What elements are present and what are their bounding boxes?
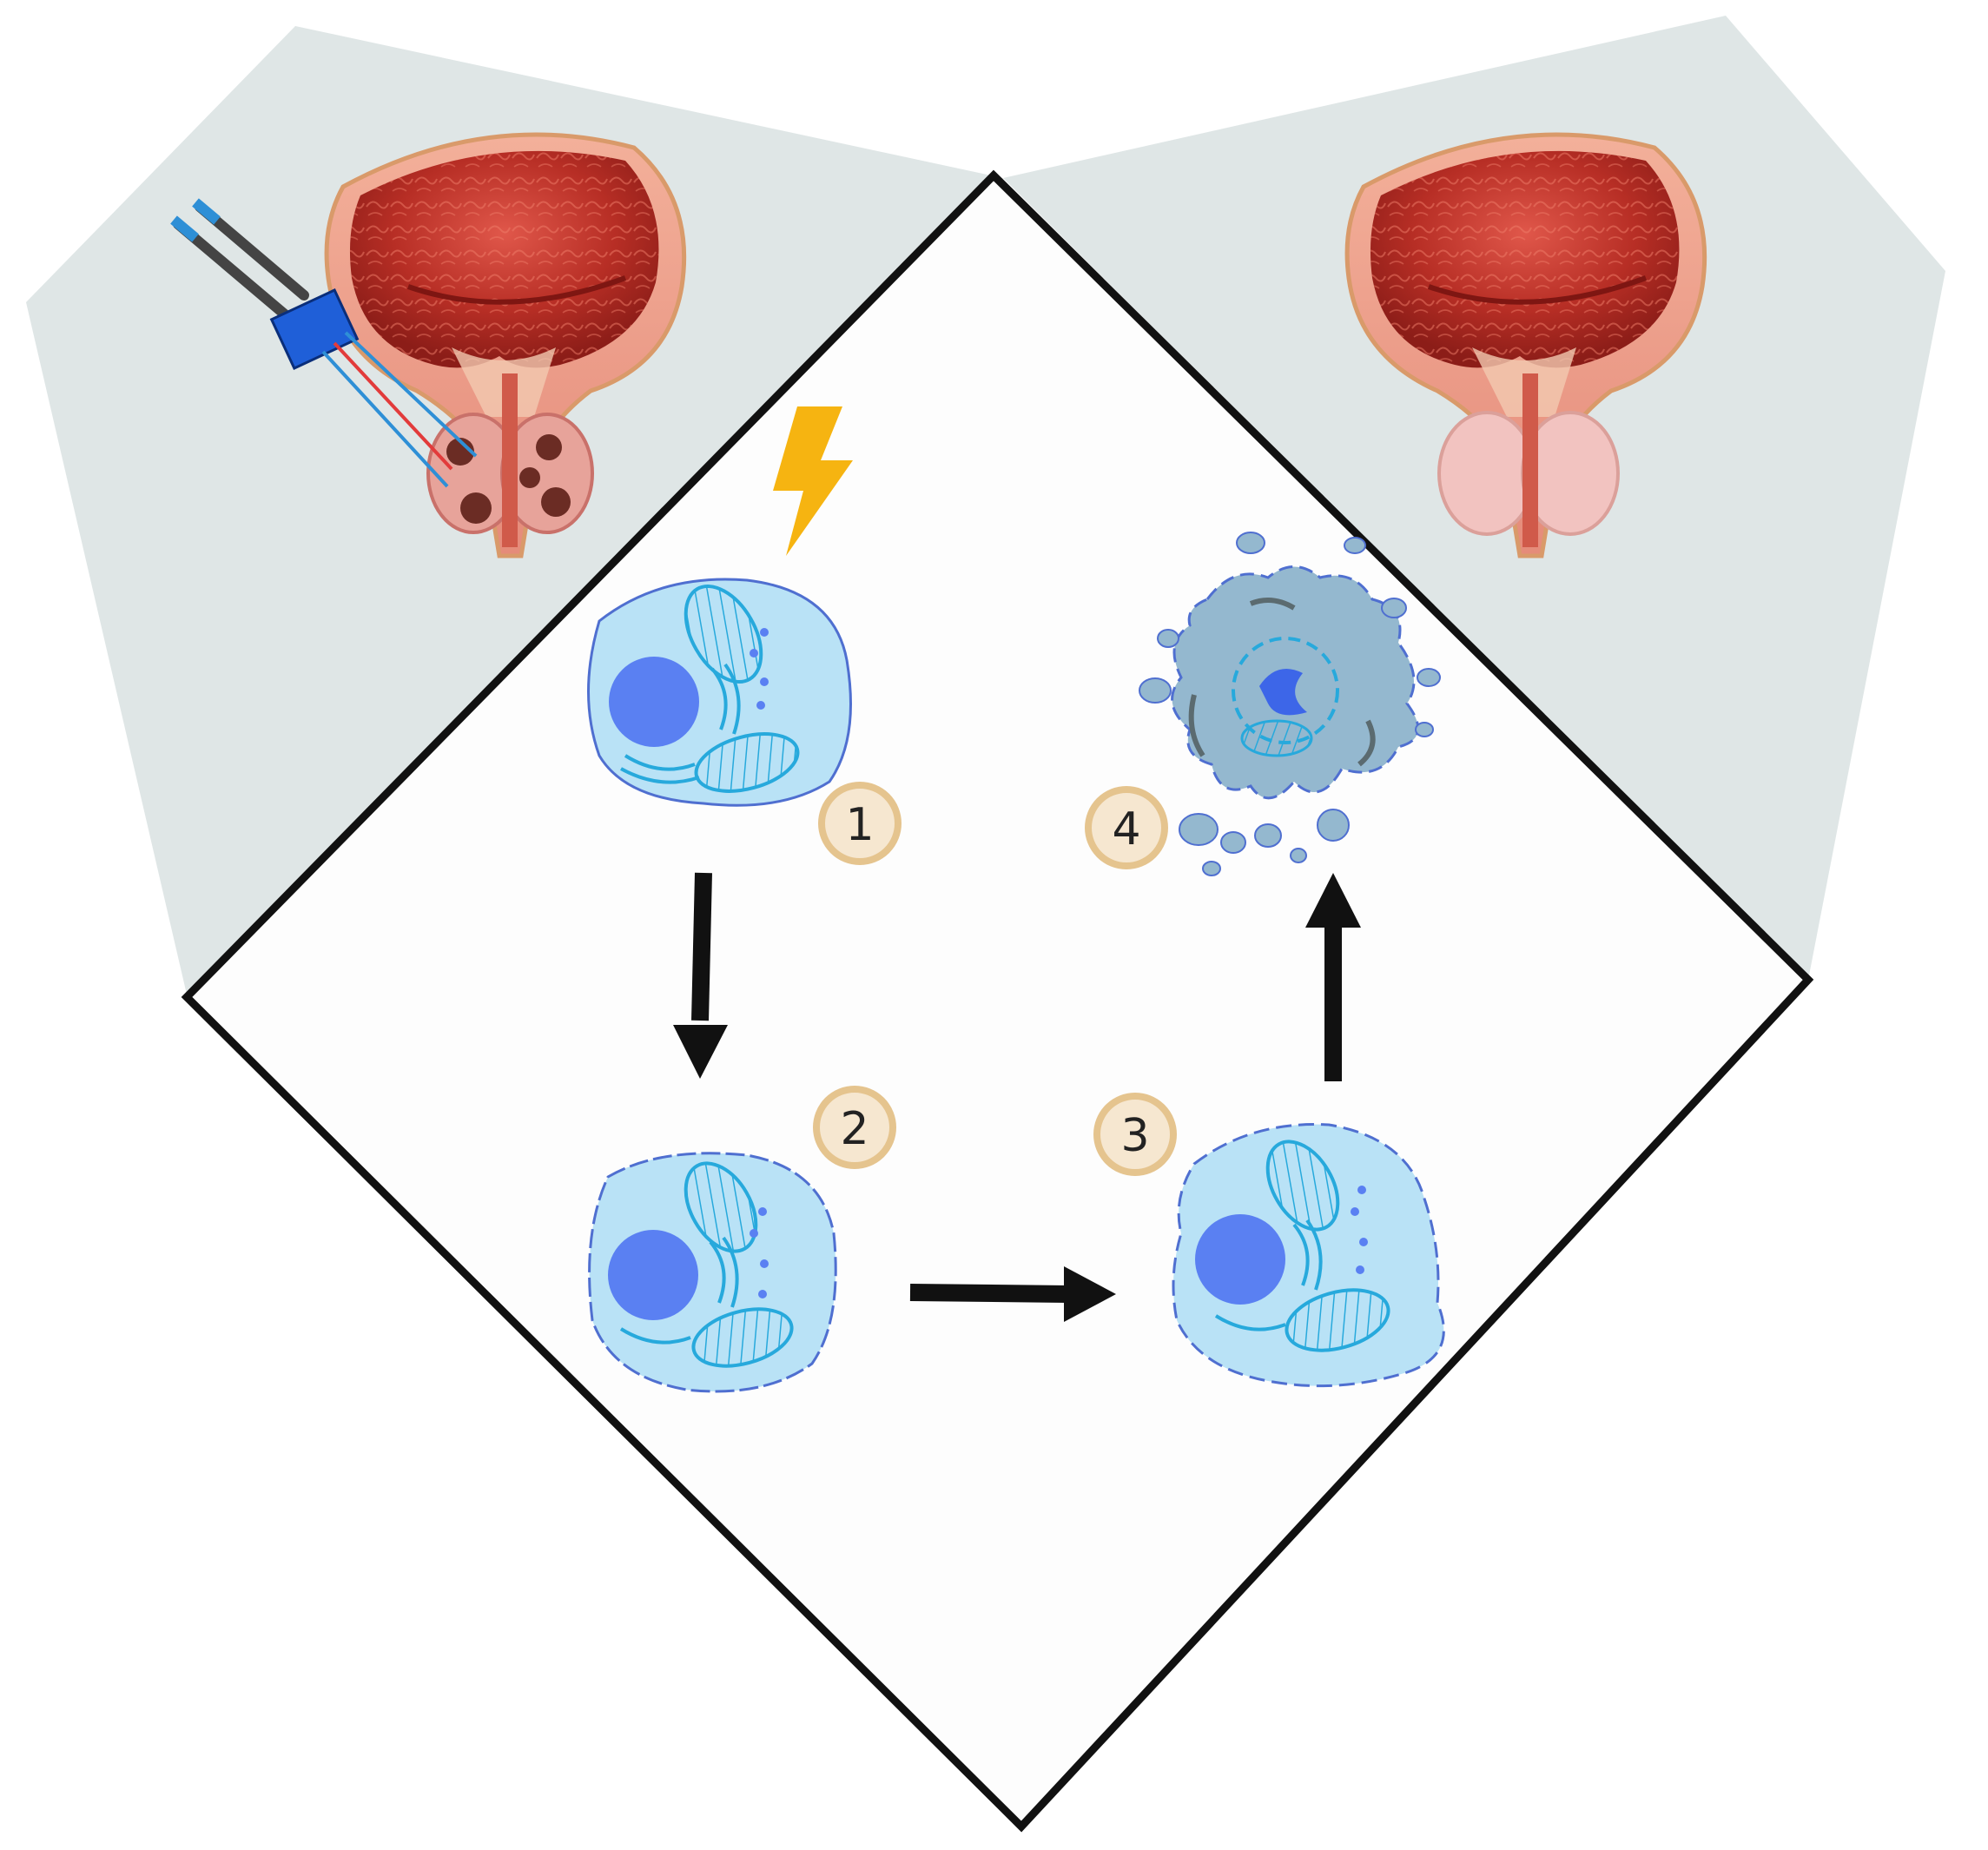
step-label: 4 [1112, 803, 1140, 856]
prostate-with-electrodes-icon [170, 132, 687, 558]
process-diamond [181, 169, 1814, 1833]
step-label: 1 [845, 799, 874, 851]
step-label: 3 [1120, 1110, 1149, 1162]
step-badge-1: 1 [818, 782, 902, 865]
dying-cell [1139, 532, 1441, 876]
step-badge-2: 2 [813, 1086, 896, 1169]
step-label: 2 [840, 1103, 869, 1155]
nucleus [1195, 1214, 1285, 1305]
swollen-cell [1172, 1123, 1445, 1388]
intact-cell [587, 578, 852, 807]
nucleus [608, 1230, 698, 1320]
healthy-prostate-icon [1344, 132, 1707, 558]
arrow-2-to-3 [909, 1266, 1116, 1322]
nucleus [609, 657, 699, 747]
permeabilized-cell [588, 1152, 837, 1393]
arrow-3-to-4 [1305, 873, 1361, 1081]
arrow-1-to-2 [673, 872, 728, 1079]
step-badge-4: 4 [1085, 786, 1168, 869]
lightning-bolt-icon [773, 406, 853, 556]
step-badge-3: 3 [1093, 1093, 1177, 1176]
